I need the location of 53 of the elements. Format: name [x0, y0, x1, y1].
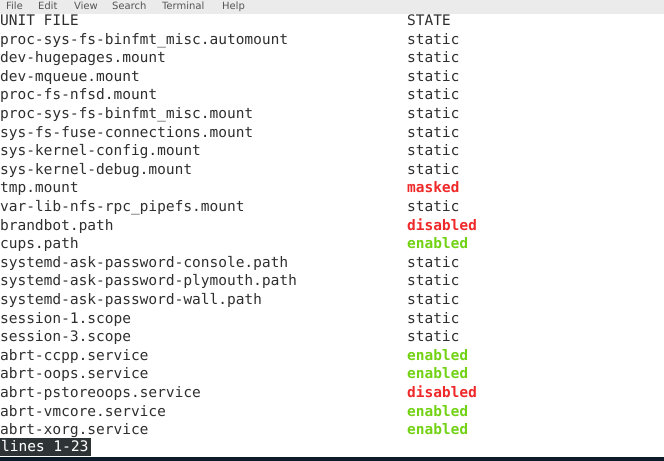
menu-item: View	[74, 1, 98, 13]
state-cell: static	[407, 328, 460, 346]
unit-file-cell: proc-sys-fs-binfmt_misc.mount	[0, 105, 254, 123]
unit-file-cell: sys-kernel-config.mount	[0, 142, 201, 160]
unit-file-cell: var-lib-nfs-rpc_pipefs.mount	[0, 198, 244, 216]
menu-item: File	[6, 1, 23, 13]
unit-file-cell: abrt-oops.service	[0, 365, 148, 384]
state-cell: static	[407, 49, 460, 68]
state-cell: static	[407, 160, 460, 179]
state-cell: enabled	[407, 346, 468, 365]
state-cell: masked	[407, 179, 460, 198]
unit-file-cell: proc-fs-nfsd.mount	[0, 86, 158, 104]
state-cell: enabled	[407, 365, 468, 384]
unit-file-cell: abrt-xorg.service	[0, 421, 148, 440]
unit-file-cell: proc-sys-fs-binfmt_misc.automount	[0, 30, 288, 49]
unit-file-cell: systemd-ask-password-plymouth.path	[0, 272, 297, 290]
unit-file-cell: cups.path	[0, 235, 79, 254]
state-cell: static	[407, 142, 460, 160]
state-cell: static	[407, 198, 460, 216]
unit-file-cell: sys-kernel-debug.mount	[0, 160, 192, 179]
state-cell: static	[407, 310, 460, 328]
state-cell: enabled	[407, 235, 468, 254]
unit-file-cell: systemd-ask-password-console.path	[0, 254, 288, 272]
column-header: UNIT FILE	[0, 12, 79, 30]
state-cell: disabled	[407, 384, 477, 402]
unit-file-cell: brandbot.path	[0, 216, 114, 235]
unit-file-cell: tmp.mount	[0, 179, 79, 198]
unit-file-cell: abrt-pstoreoops.service	[0, 384, 201, 402]
state-cell: static	[407, 291, 460, 309]
unit-file-cell: abrt-ccpp.service	[0, 346, 148, 365]
state-cell: disabled	[407, 216, 477, 235]
state-cell: static	[407, 68, 460, 86]
state-cell: static	[407, 254, 460, 272]
unit-file-cell: systemd-ask-password-wall.path	[0, 291, 262, 309]
column-header: STATE	[407, 12, 451, 30]
state-cell: enabled	[407, 402, 468, 421]
unit-file-cell: dev-hugepages.mount	[0, 49, 166, 68]
menu-item: Terminal	[162, 1, 204, 13]
state-cell: static	[407, 124, 460, 142]
state-cell: static	[407, 272, 460, 290]
unit-file-cell: sys-fs-fuse-connections.mount	[0, 124, 254, 142]
unit-file-cell: session-1.scope	[0, 310, 131, 328]
unit-file-cell: dev-mqueue.mount	[0, 68, 140, 86]
state-cell: static	[407, 30, 460, 49]
unit-file-cell: session-3.scope	[0, 328, 131, 346]
pager-status: lines 1-23	[0, 438, 92, 456]
unit-file-cell: abrt-vmcore.service	[0, 402, 166, 421]
state-cell: enabled	[407, 421, 468, 440]
menu-item: Search	[112, 1, 146, 13]
menu-item: Help	[222, 1, 245, 13]
menu-item: Edit	[38, 1, 58, 13]
state-cell: static	[407, 86, 460, 104]
state-cell: static	[407, 105, 460, 123]
